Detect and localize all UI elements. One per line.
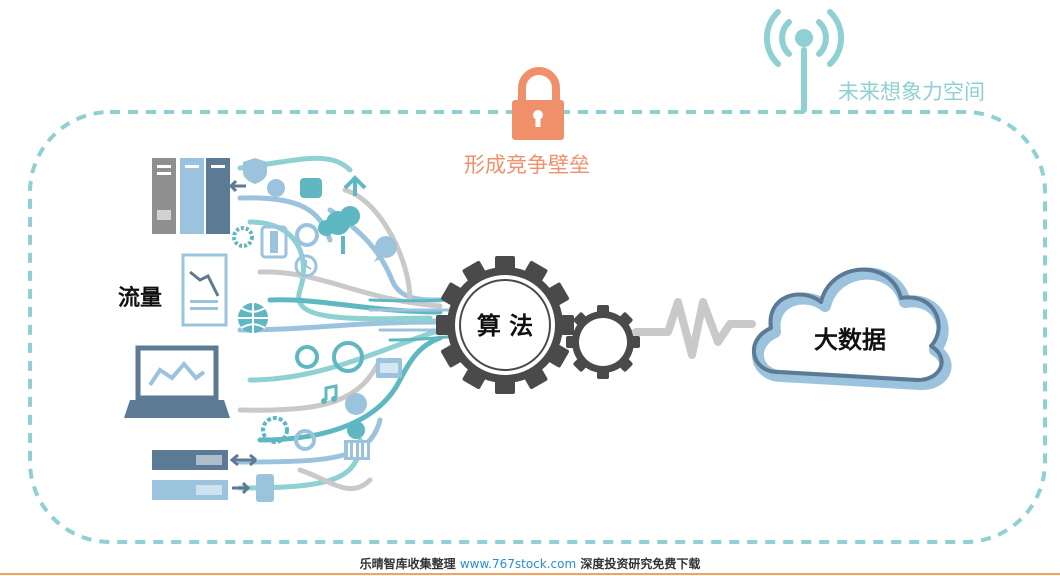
cloud-icon (752, 267, 952, 390)
gear-tooth (573, 312, 586, 325)
gear-tooth (597, 305, 609, 313)
gear-tooth (525, 369, 548, 390)
upload-icon (343, 175, 367, 196)
gear-tooth (620, 359, 633, 372)
gear-tooth (561, 315, 574, 335)
footer-text: 乐晴智库收集整理 www.767stock.com 深度投资研究免费下载 (0, 555, 1060, 572)
gear-tooth (436, 315, 449, 335)
gear-tooth (462, 369, 485, 390)
padlock-icon (512, 67, 564, 140)
gear-tooth (462, 260, 485, 281)
gear-tooth (632, 336, 640, 348)
gear-tooth (495, 256, 515, 269)
barrier-label: 形成竞争壁垒 (464, 153, 590, 177)
footer-suffix: 深度投资研究免费下载 (576, 557, 701, 571)
gear-tooth (620, 312, 633, 325)
imagination-space-boundary (28, 110, 1047, 544)
music-note-icon (321, 384, 338, 404)
gear-tooth (566, 336, 574, 348)
chat-bubble-icon (267, 178, 322, 198)
arrow-left-icon (228, 179, 257, 495)
future-space-label: 未来想象力空间 (838, 80, 985, 104)
recycle-icon (345, 393, 367, 439)
cloud-cluster-icon (318, 206, 360, 254)
signal-zigzag-connector (632, 298, 756, 359)
barcode-icon (344, 440, 370, 460)
traffic-infographic: 流量 (118, 155, 443, 502)
algorithm-gear-icon (436, 256, 574, 394)
gear-tooth (549, 282, 570, 305)
server-unit-icon (152, 450, 228, 500)
document-chart-icon (181, 253, 228, 327)
footer-prefix: 乐晴智库收集整理 (359, 557, 460, 571)
shield-icon (243, 158, 267, 184)
gear-tooth (440, 345, 461, 368)
laptop-icon (124, 345, 230, 418)
clock-icon (294, 254, 318, 278)
footer-divider (0, 573, 1060, 575)
phone-icon (260, 225, 288, 259)
sms-bubble-icon (374, 236, 397, 262)
wifi-signal-icon (763, 9, 845, 113)
big-data-label: 大数据 (814, 326, 886, 354)
footer-url[interactable]: www.767stock.com (459, 557, 577, 571)
gear-tooth (525, 260, 548, 281)
footer-bar: 乐晴智库收集整理 www.767stock.com 深度投资研究免费下载 (0, 553, 1060, 576)
gear-tooth (440, 282, 461, 305)
mobile-icon (256, 474, 274, 502)
small-gear-icon (566, 305, 640, 379)
gear-tooth (549, 345, 570, 368)
algorithm-label: 算 法 (477, 312, 533, 340)
gear-tooth (495, 381, 515, 394)
globe-icon (238, 303, 268, 333)
gear-tooth (597, 371, 609, 379)
calendar-icon (376, 358, 402, 378)
gear-tooth (573, 359, 586, 372)
server-rack-icon (152, 158, 230, 234)
traffic-label: 流量 (118, 285, 162, 311)
